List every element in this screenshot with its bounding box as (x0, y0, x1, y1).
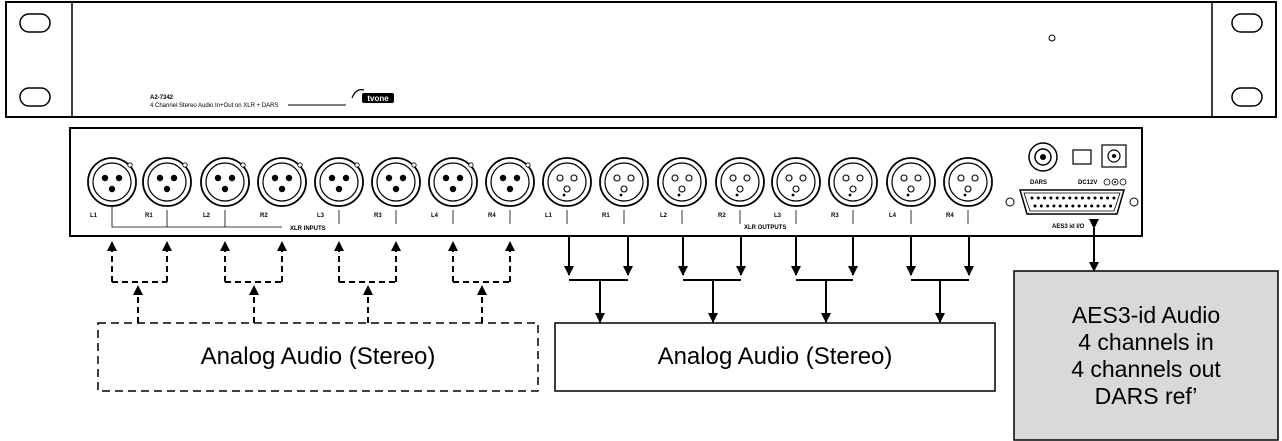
xlr-input-5: L3 (314, 157, 364, 219)
xlr-output-label: R1 (602, 213, 610, 219)
brand-logo-plate (362, 93, 394, 103)
dars-label: DARS (1030, 180, 1047, 186)
xlr-output-label: L3 (774, 213, 782, 219)
xlr-input-2: R1 (142, 157, 192, 219)
analog-out-label: Analog Audio (Stereo) (657, 343, 893, 370)
xlr-input-4: R2 (257, 157, 307, 219)
xlr-output-7: L4 (886, 157, 936, 219)
xlr-input-label: L2 (203, 213, 211, 219)
xlr-output-1: L1 (542, 157, 592, 219)
aes3-dsub-pins (1030, 196, 1116, 208)
rear-panel: L1 R1 L2 R2 L3 R3 L4 R4 L1 R1 L2 R2 L3 R3 L4 R4 XLR IN… (69, 127, 1143, 237)
xlr-output-label: L4 (889, 213, 897, 219)
xlr-input-label: R2 (260, 213, 268, 219)
model-description: 4 Channel Stereo Audio In+Out on XLR + D… (150, 103, 278, 109)
brand-logo: tvone (351, 89, 394, 103)
xlr-input-label: R1 (145, 213, 153, 219)
xlr-input-label: L3 (317, 213, 325, 219)
brand-logo-text: tvone (367, 94, 389, 103)
aes-line-4: DARS ref’ (1094, 383, 1198, 409)
aes3-port-label: AES3 id I/O (1052, 224, 1085, 230)
dc-power-jack (1101, 144, 1127, 168)
aes-line-3: 4 channels out (1071, 356, 1221, 382)
xlr-input-connectors: L1 R1 L2 R2 L3 R3 L4 R4 (87, 157, 535, 219)
xlr-output-label: R4 (946, 213, 954, 219)
xlr-outputs-bracket (566, 210, 969, 224)
xlr-output-5: L3 (771, 157, 821, 219)
xlr-input-3: L2 (200, 157, 250, 219)
input-routing-lines (107, 241, 515, 323)
front-panel: A2-7342 4 Channel Stereo Audio In+Out on… (5, 1, 1277, 118)
xlr-input-8: R4 (485, 157, 535, 219)
xlr-input-label: L4 (431, 213, 439, 219)
aes-box (1013, 270, 1279, 441)
xlr-input-label: L1 (90, 213, 98, 219)
xlr-output-2: R1 (599, 157, 649, 219)
mount-slot-top-left (19, 13, 51, 33)
xlr-output-3: L2 (657, 157, 707, 219)
brand-logo-swoosh (351, 89, 365, 99)
xlr-output-label: L1 (545, 213, 553, 219)
xlr-input-6: R3 (371, 157, 421, 219)
analog-in-box (97, 322, 539, 392)
aes-line-1: AES3-id Audio (1071, 302, 1221, 328)
mount-slot-bottom-left (19, 87, 51, 107)
aes-line-2: 4 channels in (1078, 329, 1214, 355)
model-number: A2-7342 (150, 95, 174, 101)
aes-box-text: AES3-id Audio 4 channels in 4 channels o… (1014, 271, 1278, 441)
analog-out-box (554, 322, 996, 392)
analog-in-label: Analog Audio (Stereo) (200, 343, 436, 370)
mount-slot-bottom-right (1231, 87, 1263, 107)
dars-bnc-connector (1028, 142, 1058, 172)
xlr-output-label: L2 (660, 213, 668, 219)
polarity-symbol (1103, 178, 1127, 186)
xlr-output-4: R2 (715, 157, 765, 219)
xlr-output-8: R4 (943, 157, 993, 219)
xlr-inputs-bracket (111, 205, 511, 228)
xlr-input-label: R3 (374, 213, 382, 219)
power-switch (1072, 149, 1092, 165)
power-led (1048, 34, 1056, 42)
output-routing-lines (564, 236, 974, 323)
dc12v-label: DC12V (1078, 180, 1097, 186)
xlr-input-7: L4 (428, 157, 478, 219)
xlr-input-1: L1 (87, 157, 137, 219)
xlr-outputs-label: XLR OUTPUTS (744, 225, 786, 231)
xlr-output-connectors: L1 R1 L2 R2 L3 R3 L4 R4 (542, 157, 993, 219)
xlr-output-label: R3 (831, 213, 839, 219)
front-panel-body (5, 1, 1277, 118)
xlr-inputs-label: XLR INPUTS (290, 226, 326, 232)
xlr-output-label: R2 (718, 213, 726, 219)
mount-slot-top-right (1231, 13, 1263, 33)
xlr-output-6: R3 (828, 157, 878, 219)
aes3-dsub-connector (1005, 189, 1139, 215)
xlr-input-label: R4 (488, 213, 496, 219)
